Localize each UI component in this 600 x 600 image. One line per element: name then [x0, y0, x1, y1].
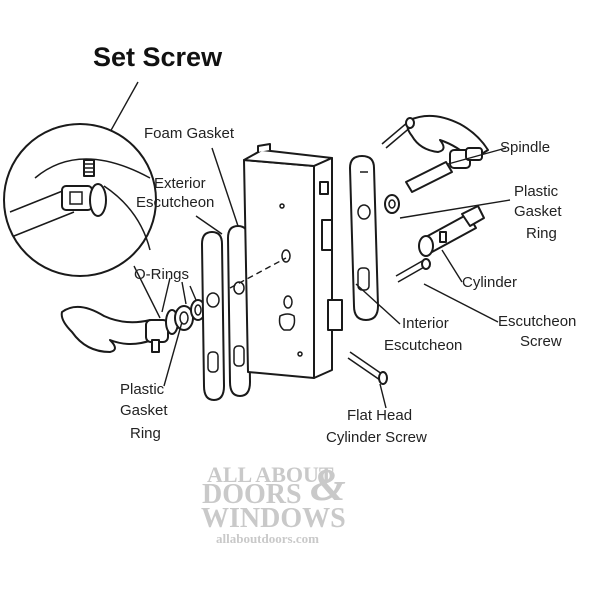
interior-escutcheon-label-line2: Escutcheon: [384, 337, 462, 354]
leader-lines: [161, 147, 511, 409]
right-gasket-ring-part: [384, 194, 400, 214]
detail-connector-line: [133, 265, 161, 319]
set-screw-title: Set Screw: [93, 42, 223, 72]
exterior-escutcheon-label-line1: Exterior: [154, 175, 206, 192]
set-screw-detail: [3, 123, 157, 277]
interior-escutcheon-part: [349, 155, 379, 321]
foam-gasket-label: Foam Gasket: [144, 125, 235, 142]
cylinder-part: [418, 205, 485, 257]
top-long-screw: [381, 117, 415, 149]
mortise-body: [243, 143, 343, 379]
watermark-line3: WINDOWS: [201, 503, 346, 534]
watermark-url: allaboutdoors.com: [216, 531, 319, 546]
foam-gasket-part: [227, 225, 251, 397]
escutcheon-screw-part: [395, 258, 431, 283]
o-rings-part: [165, 299, 206, 335]
watermark-line1: ALL ABOUT: [207, 462, 334, 487]
escutcheon-screw-label-line2: Screw: [520, 333, 562, 350]
flat-head-cylinder-screw-label-line2: Cylinder Screw: [326, 429, 427, 446]
escutcheon-screw-label-line1: Escutcheon: [498, 313, 576, 330]
plastic-gasket-ring-right-label-line3: Ring: [526, 225, 557, 242]
spindle-label: Spindle: [500, 139, 550, 156]
plastic-gasket-ring-left-label-line1: Plastic: [120, 381, 165, 398]
interior-escutcheon-label-line1: Interior: [402, 315, 449, 332]
o-rings-label: O-Rings: [134, 266, 189, 283]
cylinder-label: Cylinder: [462, 274, 517, 291]
watermark-logo: ALL ABOUT DOORS & WINDOWS allaboutdoors.…: [201, 459, 346, 546]
exterior-escutcheon-part: [201, 231, 225, 401]
plastic-gasket-ring-left-label-line3: Ring: [130, 425, 161, 442]
spindle-part: [405, 161, 453, 193]
exterior-lever: [60, 305, 169, 353]
flat-head-cylinder-screw-part: [347, 351, 388, 385]
plastic-gasket-ring-right-label-line2: Gasket: [514, 203, 562, 220]
flat-head-cylinder-screw-label-line1: Flat Head: [347, 407, 412, 424]
plastic-gasket-ring-left-label-line2: Gasket: [120, 402, 168, 419]
lever-set-screw: [151, 339, 160, 353]
alignment-dashed-line: [229, 257, 287, 289]
watermark-line2: DOORS: [202, 479, 302, 510]
plastic-gasket-ring-right-label-line1: Plastic: [514, 183, 559, 200]
watermark-ampersand: &: [310, 459, 346, 510]
exterior-escutcheon-label-line2: Escutcheon: [136, 194, 214, 211]
interior-lever: [406, 114, 489, 169]
